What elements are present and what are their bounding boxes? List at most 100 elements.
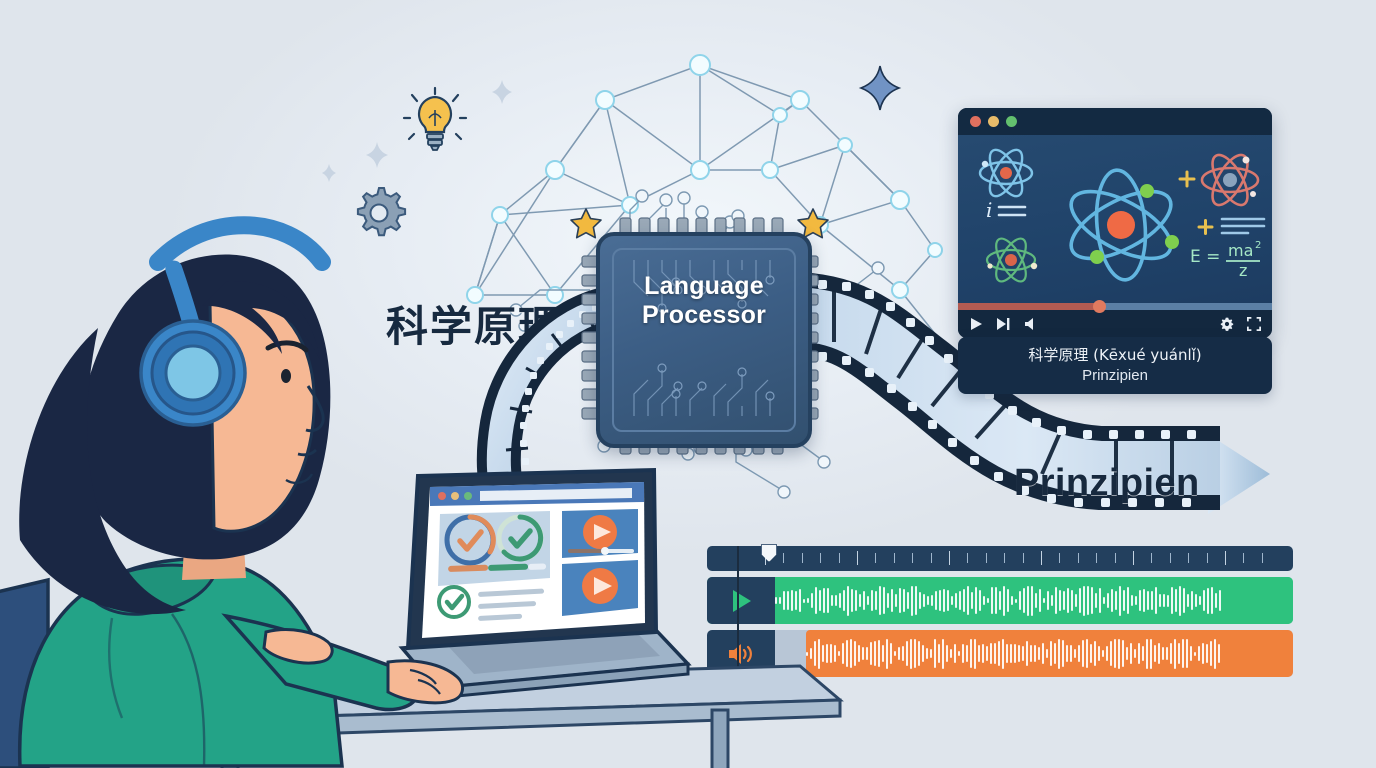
waveform-bar xyxy=(1063,591,1065,610)
waveform-bar xyxy=(1206,644,1208,663)
waveform-bar xyxy=(1078,645,1080,662)
waveform-bar xyxy=(1183,588,1185,613)
waveform-bar xyxy=(919,591,921,610)
science-atoms-graphic: i E = ma 2 z xyxy=(978,148,1266,283)
playhead-handle[interactable] xyxy=(761,544,777,562)
formula-right-text: E = ma 2 z xyxy=(1190,240,1261,280)
waveform-bar xyxy=(943,589,945,612)
waveform-bar xyxy=(1186,639,1188,668)
waveform-bar xyxy=(970,638,972,669)
waveform-bar xyxy=(1147,590,1149,611)
waveform-bar xyxy=(898,646,900,661)
waveform-bar xyxy=(974,638,976,669)
waveform-bar xyxy=(931,594,933,607)
atom-red xyxy=(1200,153,1260,207)
waveform-bar xyxy=(1158,642,1160,665)
waveform-bar xyxy=(1171,587,1173,614)
waveform-orange xyxy=(806,630,1293,677)
waveform-bar xyxy=(803,598,805,603)
waveform-bar xyxy=(895,594,897,607)
waveform-bar xyxy=(1007,588,1009,613)
waveform-bar xyxy=(1043,597,1045,604)
waveform-bar xyxy=(1027,585,1029,616)
timeline-ruler[interactable] xyxy=(707,546,1293,571)
waveform-bar xyxy=(1135,596,1137,605)
video-player-window[interactable]: i E = ma 2 z xyxy=(958,108,1272,338)
ruler-tick xyxy=(1096,553,1098,563)
waveform-bar xyxy=(1174,638,1176,669)
waveform-bar xyxy=(818,638,820,669)
waveform-bar xyxy=(1110,640,1112,667)
waveform-bar xyxy=(967,585,969,616)
video-audio-track[interactable] xyxy=(707,577,1293,624)
waveform-bar xyxy=(1026,641,1028,666)
waveform-bar xyxy=(811,592,813,609)
waveform-bar xyxy=(1003,585,1005,616)
video-controls-bar xyxy=(958,310,1272,338)
waveform-bar xyxy=(902,646,904,661)
waveform-bar xyxy=(1015,598,1017,603)
waveform-bar xyxy=(1190,645,1192,662)
waveform-bar xyxy=(946,644,948,663)
subtitle-overlay: 科学原理 (Kēxué yuánlǐ) Prinzipien xyxy=(958,337,1272,394)
waveform-bar xyxy=(1055,587,1057,614)
waveform-bar xyxy=(787,590,789,611)
track-play-button[interactable] xyxy=(707,577,775,624)
waveform-bar xyxy=(987,597,989,604)
waveform-bar xyxy=(847,585,849,616)
waveform-bar xyxy=(1138,642,1140,665)
timeline-playhead[interactable] xyxy=(737,544,777,674)
waveform-bar xyxy=(990,643,992,664)
waveform-bar xyxy=(1103,597,1105,604)
waveform-bar xyxy=(1038,646,1040,661)
waveform-bar xyxy=(1102,650,1104,657)
waveform-bar xyxy=(1202,643,1204,664)
ruler-tick xyxy=(912,553,914,563)
waveform-bar xyxy=(878,639,880,668)
gear-icon xyxy=(356,187,407,237)
laptop[interactable] xyxy=(392,466,692,700)
waveform-bar xyxy=(871,590,873,611)
waveform-bar xyxy=(1051,595,1053,606)
waveform-bar xyxy=(886,638,888,669)
lightbulb-icon xyxy=(402,86,468,151)
waveform-bar xyxy=(1159,594,1161,607)
waveform-bar xyxy=(883,587,885,614)
volume-icon[interactable] xyxy=(1024,317,1038,331)
waveform-bar xyxy=(1155,587,1157,614)
formula-lines-right xyxy=(1220,217,1266,235)
waveform-bar xyxy=(1203,590,1205,611)
waveform-bar xyxy=(814,641,816,666)
settings-gear-icon[interactable] xyxy=(1220,317,1234,331)
ruler-tick xyxy=(1243,553,1245,563)
play-icon[interactable] xyxy=(969,317,983,331)
waveform-bar xyxy=(1131,594,1133,607)
ruler-tick xyxy=(1169,553,1171,563)
audio-timeline[interactable] xyxy=(707,544,1293,677)
waveform-bar xyxy=(866,646,868,661)
waveform-bar xyxy=(1115,591,1117,610)
star-icon-right xyxy=(797,208,829,239)
video-progress-bar[interactable] xyxy=(958,300,1272,313)
minimize-button[interactable] xyxy=(988,116,999,127)
waveform-bar xyxy=(783,591,785,610)
fullscreen-icon[interactable] xyxy=(1247,317,1261,331)
ruler-tick xyxy=(949,551,950,565)
waveform-bar xyxy=(882,644,884,663)
ruler-tick xyxy=(1261,553,1263,563)
next-track-icon[interactable] xyxy=(996,317,1011,331)
ruler-tick xyxy=(1151,553,1153,563)
waveform-bar xyxy=(975,586,977,615)
waveform-bar xyxy=(1018,644,1020,663)
waveform-bar xyxy=(1219,589,1221,612)
close-button[interactable] xyxy=(970,116,981,127)
waveform-bar xyxy=(939,589,941,612)
maximize-button[interactable] xyxy=(1006,116,1017,127)
language-processor-chip[interactable]: Language Processor xyxy=(581,217,819,455)
subtitle-line-source: 科学原理 (Kēxué yuánlǐ) xyxy=(1028,346,1202,365)
progress-knob[interactable] xyxy=(1093,300,1107,313)
waveform-bar xyxy=(1087,586,1089,615)
video-stage[interactable]: i E = ma 2 z xyxy=(958,135,1272,303)
waveform-bar xyxy=(935,590,937,611)
